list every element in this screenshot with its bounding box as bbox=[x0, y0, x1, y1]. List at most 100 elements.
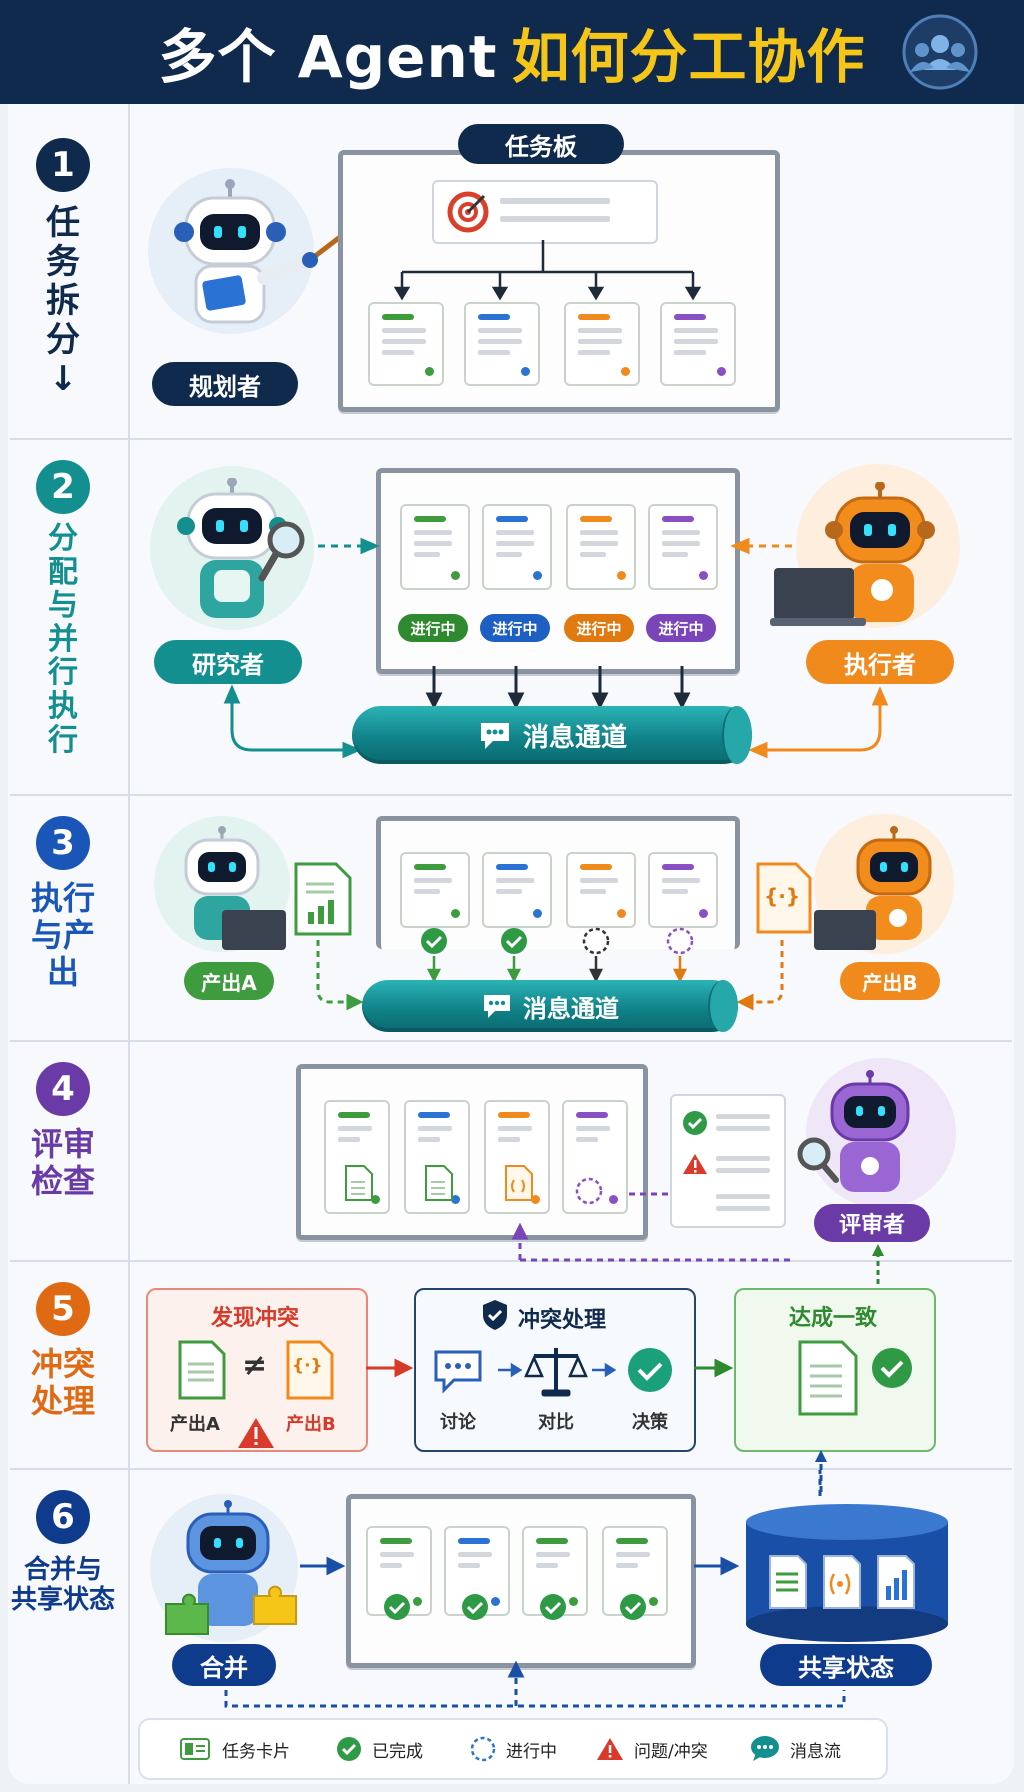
chat-bubble-icon-3 bbox=[484, 995, 510, 1018]
section3-connectors bbox=[316, 940, 784, 1011]
doc-b-glyph: {·} bbox=[292, 1356, 323, 1376]
band-1 bbox=[10, 104, 1012, 440]
in-progress-icon-purple bbox=[666, 927, 694, 955]
page-title: 多个 Agent 如何分工协作 bbox=[0, 0, 1024, 104]
code-doc-icon: {·} bbox=[756, 862, 812, 934]
in-progress-icon bbox=[470, 1736, 496, 1762]
section5-connectors bbox=[366, 1358, 734, 1378]
discuss-icon bbox=[434, 1350, 482, 1394]
step-2-label: 分 配 与 并 行 执 行 bbox=[48, 521, 78, 758]
header-bar bbox=[0, 0, 1024, 104]
root-task-card bbox=[432, 180, 658, 244]
assigned-card-orange bbox=[566, 504, 636, 590]
code-icon bbox=[823, 1555, 861, 1609]
shield-icon bbox=[483, 1300, 507, 1330]
message-channel-3: 消息通道 bbox=[362, 980, 738, 1032]
step-3-number: 3 bbox=[36, 816, 90, 870]
researcher-robot-icon bbox=[177, 478, 305, 618]
team-icon bbox=[902, 14, 978, 90]
legend-issue-label: 问题/冲突 bbox=[634, 1741, 708, 1762]
doc-b-icon: {·} bbox=[286, 1340, 334, 1400]
step-3-label: 执行 与产 出 bbox=[30, 879, 95, 991]
message-channel-3-label: 消息通道 bbox=[523, 994, 619, 1023]
task-card-purple bbox=[660, 302, 736, 386]
review-card-green bbox=[324, 1100, 390, 1214]
review-card-blue bbox=[404, 1100, 470, 1214]
step-1-number: 1 bbox=[36, 138, 90, 192]
step-6-label: 合并与 共享状态 bbox=[10, 1555, 115, 1615]
resolution-flow-icons bbox=[434, 1348, 672, 1397]
conflict-output-b: 产出B bbox=[286, 1414, 336, 1435]
researcher-robot-icon-3 bbox=[184, 826, 286, 950]
assigned-card-blue bbox=[482, 504, 552, 590]
step-1-label: 任 务 拆 分 ↓ bbox=[46, 203, 80, 400]
warning-icon bbox=[683, 1154, 707, 1174]
status-badge-blue: 进行中 bbox=[480, 614, 550, 642]
compare-icon bbox=[524, 1348, 588, 1397]
status-badge-orange: 进行中 bbox=[564, 614, 634, 642]
planner-robot-icon bbox=[174, 179, 373, 324]
step-4-label: 评审 检查 bbox=[30, 1125, 95, 1200]
reviewer-label: 评审者 bbox=[814, 1204, 930, 1242]
doc-icon bbox=[345, 1165, 373, 1201]
status-badge-purple: 进行中 bbox=[646, 614, 716, 642]
legend-item-done: 已完成 bbox=[336, 1720, 423, 1778]
legend-progress-label: 进行中 bbox=[506, 1741, 557, 1762]
step-2-number: 2 bbox=[36, 460, 90, 514]
executor-robot-icon bbox=[770, 482, 935, 626]
shared-up-arrow bbox=[815, 1450, 827, 1492]
merged-done-icon-1 bbox=[384, 1594, 410, 1620]
step-5-label: 冲突 处理 bbox=[30, 1345, 95, 1420]
doc-a-icon bbox=[178, 1340, 226, 1400]
output-b-label: 产出B bbox=[840, 962, 940, 1000]
band-4 bbox=[10, 1042, 1012, 1262]
in-progress-icon-orange bbox=[582, 927, 610, 955]
compare-label: 对比 bbox=[538, 1412, 574, 1433]
legend-item-message: 消息流 bbox=[750, 1720, 841, 1778]
legend: 任务卡片 已完成 进行中 问题/冲突 bbox=[138, 1718, 888, 1780]
legend-item-issue: 问题/冲突 bbox=[596, 1720, 708, 1778]
chat-bubble-icon bbox=[480, 723, 509, 749]
task-card-blue bbox=[464, 302, 540, 386]
done-icon-blue bbox=[501, 928, 527, 954]
legend-done-label: 已完成 bbox=[372, 1741, 423, 1762]
executor-robot-icon-3 bbox=[814, 826, 932, 950]
task-card-orange bbox=[564, 302, 640, 386]
merged-done-icon-2 bbox=[462, 1594, 488, 1620]
message-channel-2: 消息通道 bbox=[352, 706, 752, 764]
message-flow-icon bbox=[751, 1736, 779, 1761]
task-card-green bbox=[368, 302, 444, 386]
chart-doc-icon bbox=[877, 1555, 915, 1609]
legend-item-progress: 进行中 bbox=[470, 1720, 557, 1778]
decide-label: 决策 bbox=[632, 1412, 668, 1433]
merger-robot-icon bbox=[165, 1500, 297, 1635]
code-doc-icon bbox=[505, 1165, 533, 1201]
status-badge-green: 进行中 bbox=[398, 614, 468, 642]
band-2 bbox=[10, 440, 1012, 796]
merged-done-icon-4 bbox=[620, 1594, 646, 1620]
section2-connectors bbox=[223, 537, 889, 759]
consensus-doc-icon bbox=[798, 1340, 912, 1416]
shared-state-label: 共享状态 bbox=[760, 1644, 932, 1686]
done-icon bbox=[337, 1737, 361, 1761]
task-card-icon bbox=[180, 1738, 210, 1760]
discuss-label: 讨论 bbox=[440, 1412, 476, 1433]
conflict-warning-icon bbox=[238, 1418, 274, 1448]
step-5-number: 5 bbox=[36, 1282, 90, 1336]
step-4-number: 4 bbox=[36, 1062, 90, 1116]
issue-icon bbox=[597, 1738, 623, 1760]
resolution-title: 冲突处理 bbox=[518, 1308, 607, 1333]
assigned-card-green bbox=[400, 504, 470, 590]
merged-done-icon-3 bbox=[540, 1594, 566, 1620]
review-card-purple bbox=[562, 1100, 628, 1214]
task-board-title: 任务板 bbox=[458, 124, 624, 164]
consensus-title: 达成一致 bbox=[788, 1306, 877, 1331]
step-column bbox=[10, 104, 130, 1784]
legend-card-label: 任务卡片 bbox=[222, 1741, 290, 1762]
planner-label: 规划者 bbox=[152, 362, 298, 406]
not-equal-sign: ≠ bbox=[242, 1348, 268, 1383]
legend-item-card: 任务卡片 bbox=[180, 1720, 290, 1778]
consensus-up-arrow bbox=[872, 1244, 884, 1284]
check-icon bbox=[683, 1111, 707, 1135]
